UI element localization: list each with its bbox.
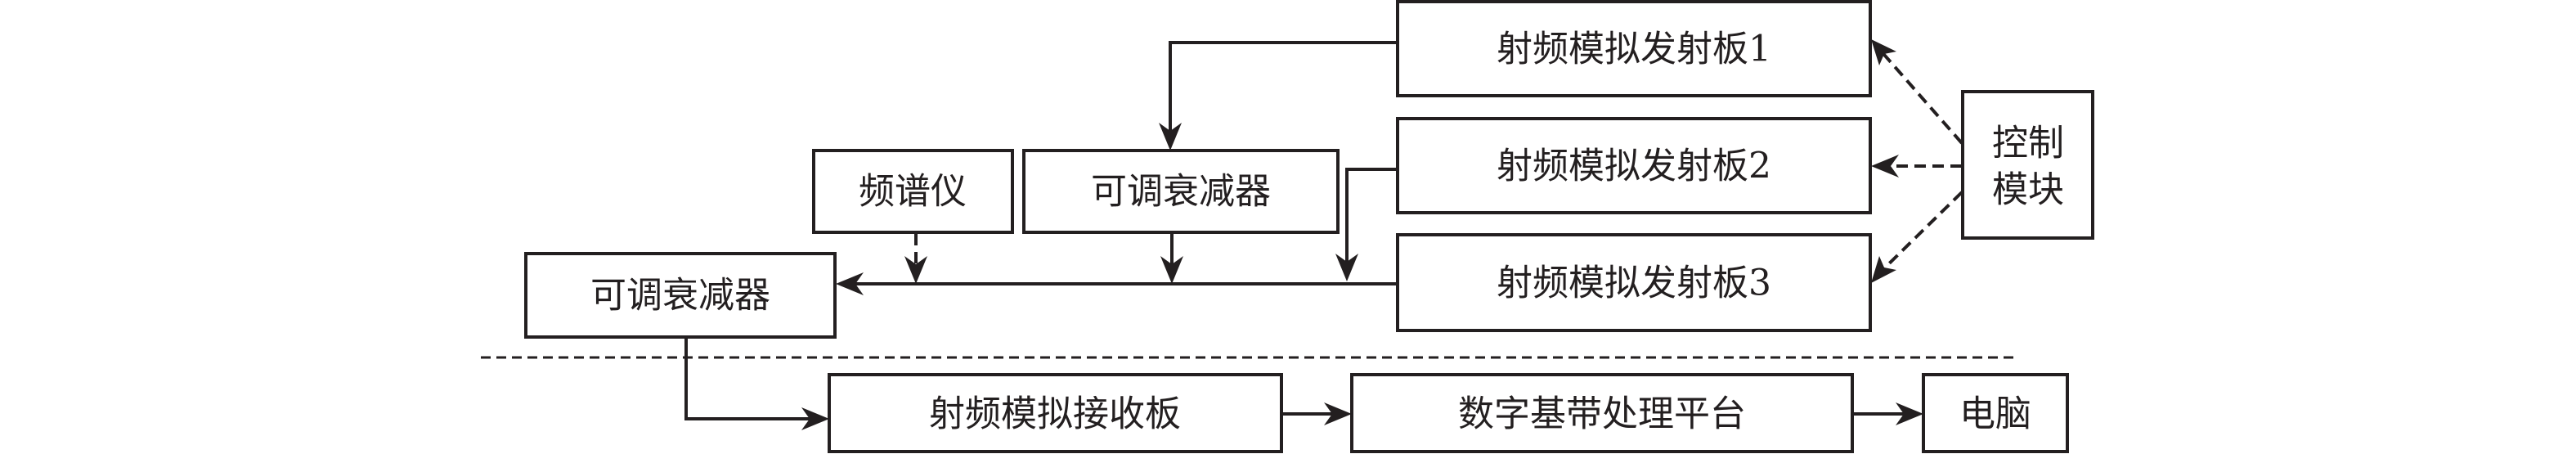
connector-tx1-to-attenuator <box>1159 41 1398 151</box>
connector-rx-to-baseband <box>1281 402 1352 425</box>
control-module: 控制 模块 <box>1961 90 2094 240</box>
arrowhead-left-icon <box>836 272 864 295</box>
rx-board-label: 射频模拟接收板 <box>929 393 1181 435</box>
connector-tx3-to-attenuator-left <box>836 272 1398 295</box>
connector-baseband-to-pc <box>1852 402 1923 425</box>
arrowhead-left-icon <box>1871 155 1899 178</box>
baseband-platform: 数字基带处理平台 <box>1350 373 1854 453</box>
rx-board: 射频模拟接收板 <box>828 373 1283 453</box>
arrowhead-right-icon <box>1324 402 1352 425</box>
connector-tx2-to-bus <box>1335 168 1398 281</box>
arrowhead-icon <box>1871 256 1896 283</box>
connector-spectrum-to-bus <box>904 234 927 284</box>
control-to-tx3 <box>1871 191 1963 283</box>
tx-board-1: 射频模拟发射板1 <box>1396 0 1872 97</box>
attenuator-upper: 可调衰减器 <box>1022 149 1340 234</box>
arrowhead-icon <box>1871 39 1896 65</box>
control-to-tx2 <box>1871 155 1962 178</box>
connector-attenuator-to-bus <box>1160 232 1183 284</box>
attenuator-left-label: 可调衰减器 <box>590 275 770 317</box>
attenuator-upper-label: 可调衰减器 <box>1091 171 1271 213</box>
tx-board-1-label: 射频模拟发射板1 <box>1497 29 1771 70</box>
control-module-label-line2: 模块 <box>1992 169 2064 211</box>
tx-board-3-label: 射频模拟发射板3 <box>1497 263 1771 304</box>
pc-label: 电脑 <box>1959 393 2031 435</box>
tx-board-2: 射频模拟发射板2 <box>1396 117 1872 214</box>
arrowhead-down-icon <box>1160 256 1183 284</box>
spectrum-analyzer: 频谱仪 <box>812 149 1014 234</box>
connector-attenuator-to-rx <box>684 337 829 430</box>
attenuator-left: 可调衰减器 <box>524 252 837 339</box>
arrowhead-down-icon <box>1335 254 1358 281</box>
spectrum-analyzer-label: 频谱仪 <box>859 171 967 213</box>
arrowhead-down-icon <box>1159 123 1182 151</box>
arrowhead-down-icon <box>904 256 927 284</box>
baseband-platform-label: 数字基带处理平台 <box>1458 393 1746 435</box>
tx-board-3: 射频模拟发射板3 <box>1396 233 1872 332</box>
arrowhead-right-icon <box>1896 402 1923 425</box>
control-module-label-line1: 控制 <box>1992 123 2064 164</box>
tx-board-2-label: 射频模拟发射板2 <box>1497 146 1771 187</box>
control-to-tx1 <box>1871 39 1963 145</box>
arrowhead-right-icon <box>801 407 829 430</box>
pc: 电脑 <box>1922 373 2069 453</box>
